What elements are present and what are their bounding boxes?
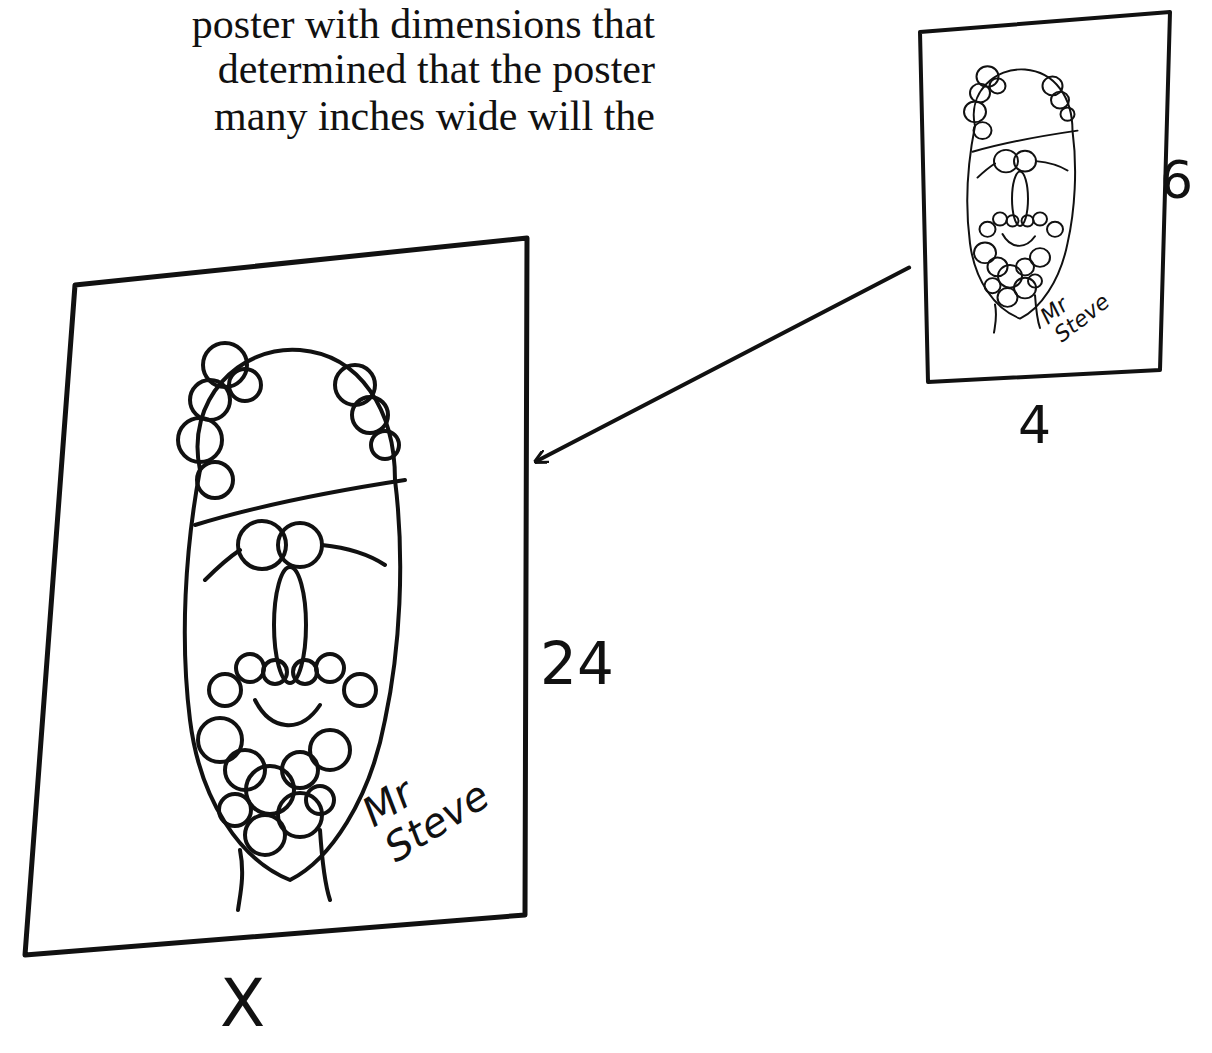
problem-text: many inches wide will the: [214, 94, 655, 138]
poster-outline: [918, 10, 1172, 384]
signature-text: Mr Steve: [1036, 261, 1127, 347]
signature-text: Mr Steve: [355, 729, 510, 869]
poster-frame: Mr Steve: [25, 238, 527, 955]
enlarge-arrow: [536, 268, 909, 462]
dimension-label: 6: [1160, 150, 1193, 210]
problem-text: determined that the poster: [218, 47, 655, 91]
dimension-label: 24: [540, 630, 614, 698]
dimension-label: 4: [1018, 395, 1051, 455]
problem-text: poster with dimensions that: [192, 2, 655, 46]
poster-outline: [25, 238, 527, 955]
dimension-label: X: [220, 965, 265, 1042]
poster-frame: Mr Steve: [918, 10, 1172, 384]
